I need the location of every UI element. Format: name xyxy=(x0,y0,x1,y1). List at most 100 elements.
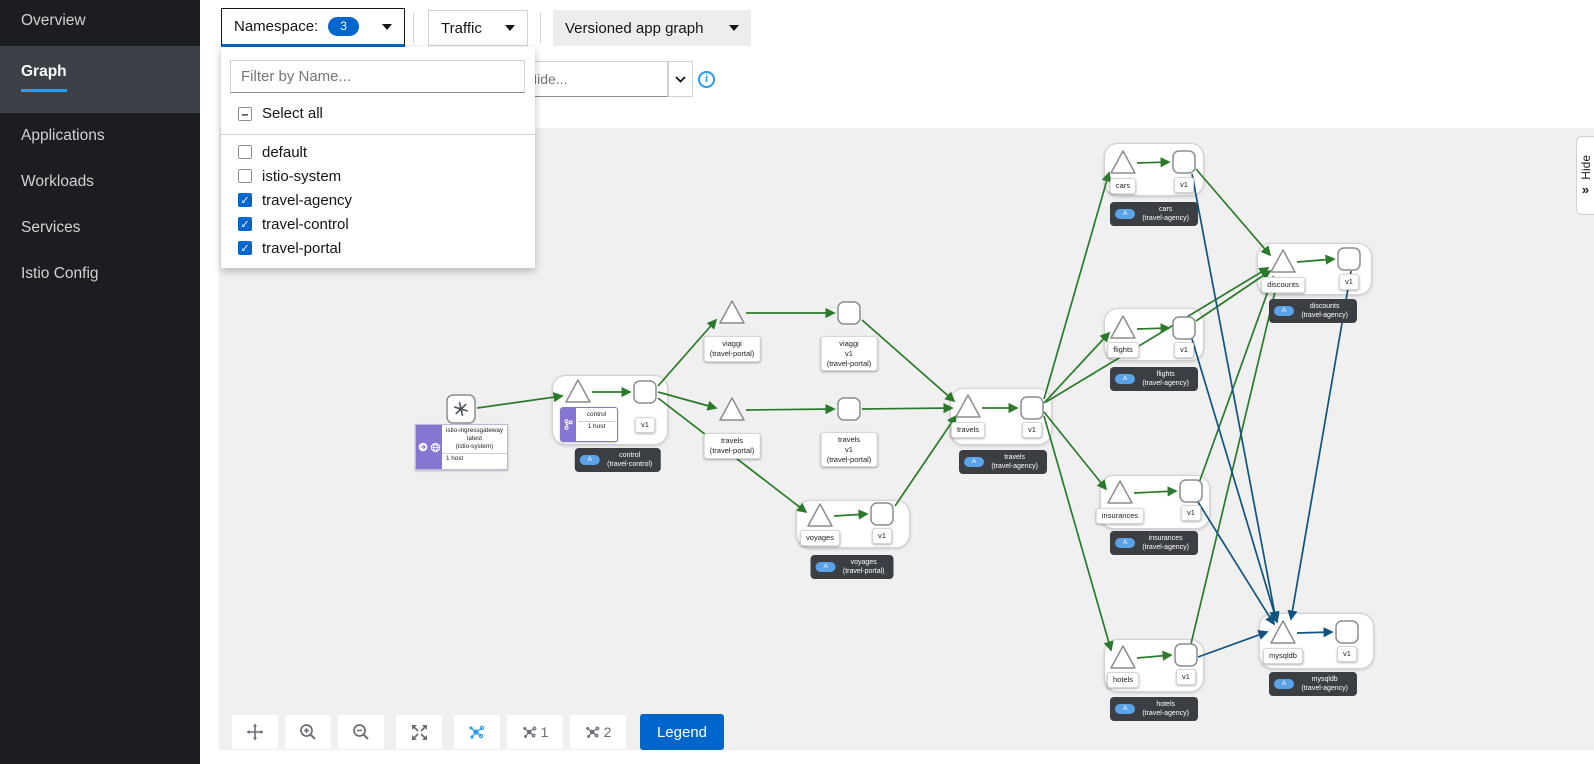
sidebar-item-workloads[interactable]: Workloads xyxy=(21,173,94,190)
app-badge: A xyxy=(579,454,601,466)
app-label-text: travels(travel-agency) xyxy=(991,454,1039,471)
legend-button[interactable]: Legend xyxy=(640,714,724,750)
node-label[interactable]: v1 xyxy=(1174,342,1194,358)
service-badge-band xyxy=(561,408,576,441)
hide-options-select[interactable] xyxy=(668,61,693,97)
namespace-option-default[interactable]: default xyxy=(238,143,352,161)
app-badge: A xyxy=(1114,537,1136,549)
graph-type-dropdown-button[interactable]: Versioned app graph xyxy=(553,10,751,46)
checkbox[interactable]: ✓ xyxy=(238,241,252,255)
pan-button[interactable] xyxy=(232,715,278,749)
layout-2-label: 2 xyxy=(603,724,612,740)
graph-type-label: Versioned app graph xyxy=(565,19,704,37)
node-label[interactable]: v1 xyxy=(635,417,655,433)
namespace-option-label: travel-portal xyxy=(262,239,342,257)
checkbox[interactable]: ✓ xyxy=(238,193,252,207)
sidebar-item-overview[interactable]: Overview xyxy=(21,12,86,29)
select-all-checkbox[interactable]: – xyxy=(238,106,252,121)
namespace-option-travel-control[interactable]: ✓travel-control xyxy=(238,215,352,233)
node-label[interactable]: v1 xyxy=(1022,422,1042,438)
node-label[interactable]: hotels xyxy=(1106,672,1140,688)
fit-to-screen-button[interactable] xyxy=(396,715,442,749)
node-label[interactable]: flights xyxy=(1107,342,1139,358)
namespace-count-badge: 3 xyxy=(328,17,359,36)
app-label-text: discounts(travel-agency) xyxy=(1301,303,1349,320)
control-service-badge[interactable]: control 1 host xyxy=(560,407,618,442)
node-label[interactable]: v1 xyxy=(1181,505,1201,521)
namespace-filter-input[interactable] xyxy=(230,60,525,93)
namespace-option-label: istio-system xyxy=(262,167,342,185)
node-label[interactable]: discounts xyxy=(1261,277,1305,293)
node-label[interactable]: v1 xyxy=(1174,177,1194,193)
istio-ingressgateway-node[interactable]: istio-ingressgateway latest (istio-syste… xyxy=(415,424,508,470)
layout-1-button[interactable]: 1 xyxy=(507,715,563,749)
traffic-dropdown-button[interactable]: Traffic xyxy=(428,10,528,46)
app-badge: A xyxy=(1114,703,1136,715)
namespace-option-istio-system[interactable]: istio-system xyxy=(238,167,352,185)
node-label[interactable]: v1 xyxy=(1176,669,1196,685)
checkbox[interactable]: ✓ xyxy=(238,217,252,231)
node-label[interactable]: v1 xyxy=(872,528,892,544)
node-label[interactable]: travels(travel-portal) xyxy=(703,433,761,459)
zoom-out-button[interactable] xyxy=(338,715,384,749)
node-label[interactable]: mysqldb xyxy=(1263,648,1303,664)
sidebar-item-graph[interactable]: Graph xyxy=(0,46,200,113)
divider xyxy=(442,452,507,454)
app-label-text: hotels(travel-agency) xyxy=(1142,701,1190,718)
app-badge: A xyxy=(1114,208,1136,220)
zoom-in-icon xyxy=(300,724,316,740)
sidebar-item-applications[interactable]: Applications xyxy=(21,127,105,144)
app-badge: A xyxy=(1273,305,1295,317)
sidebar-item-istio-config[interactable]: Istio Config xyxy=(21,265,99,282)
layout-2-button[interactable]: 2 xyxy=(570,715,626,749)
hide-input[interactable] xyxy=(516,61,668,97)
sidebar-item-services[interactable]: Services xyxy=(21,219,81,236)
node-label[interactable]: cars xyxy=(1109,178,1137,194)
node-label[interactable]: voyages xyxy=(800,530,840,546)
checkbox[interactable] xyxy=(238,169,252,183)
checkbox[interactable] xyxy=(238,145,252,159)
namespace-dropdown-button[interactable]: Namespace: 3 xyxy=(221,8,405,47)
app-label-text: mysqldb(travel-agency) xyxy=(1301,676,1349,693)
select-all-option[interactable]: – Select all xyxy=(238,105,323,122)
side-panel-hide-tab[interactable]: Hide » xyxy=(1576,136,1594,215)
namespace-option-label: default xyxy=(262,143,308,161)
gateway-namespace: (istio-system) xyxy=(455,442,494,450)
divider xyxy=(578,420,615,422)
app-badge: A xyxy=(963,456,985,468)
info-icon[interactable]: i xyxy=(698,71,715,88)
app-label-text: flights(travel-agency) xyxy=(1142,371,1190,388)
node-label[interactable]: v1 xyxy=(1339,274,1359,290)
layout-default-button[interactable] xyxy=(454,715,500,749)
topology-icon xyxy=(522,726,536,738)
chevron-down-icon xyxy=(505,25,515,31)
topology-icon xyxy=(469,725,485,739)
zoom-in-button[interactable] xyxy=(285,715,331,749)
namespace-option-travel-portal[interactable]: ✓ travel-portal xyxy=(238,239,352,257)
node-label[interactable]: viaggi(travel-portal) xyxy=(703,336,761,362)
divider xyxy=(221,134,535,135)
node-label[interactable]: travels xyxy=(950,422,986,438)
node-label[interactable]: insurances xyxy=(1095,508,1145,524)
divider xyxy=(540,13,541,43)
chevron-down-icon xyxy=(675,75,686,83)
namespace-label: Namespace: xyxy=(234,18,319,35)
namespace-option-travel-agency[interactable]: ✓travel-agency xyxy=(238,191,352,209)
app-badge: A xyxy=(815,561,836,573)
hide-tab-label: Hide xyxy=(1578,154,1593,180)
app-label-text: insurances(travel-agency) xyxy=(1142,535,1190,552)
traffic-label: Traffic xyxy=(441,19,482,37)
node-label[interactable]: v1 xyxy=(1337,646,1357,662)
expand-icon xyxy=(411,724,427,740)
